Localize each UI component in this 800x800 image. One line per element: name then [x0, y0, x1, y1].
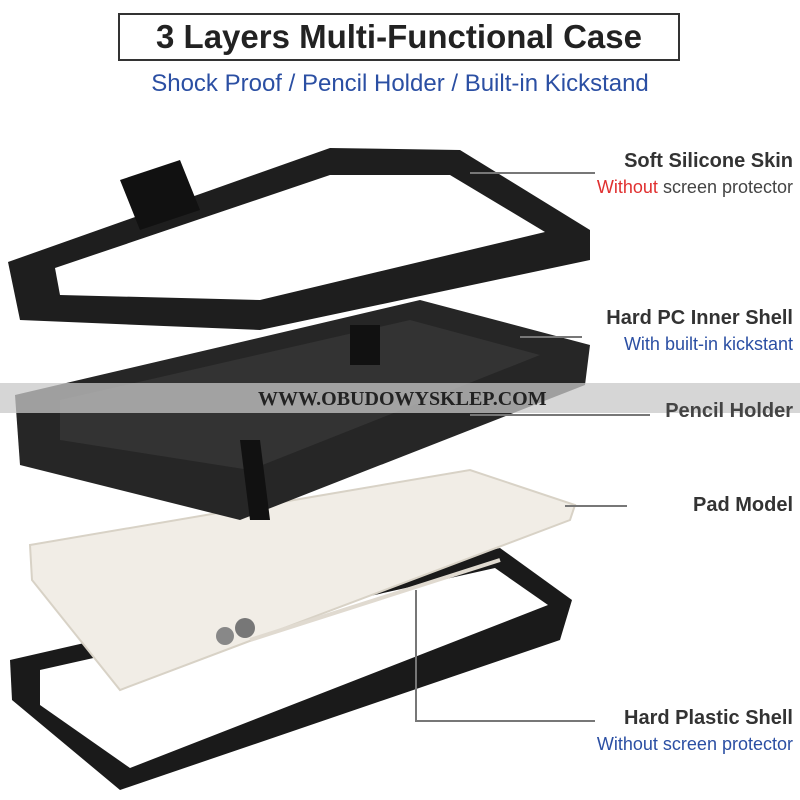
label-hard-pc-inner-shell: Hard PC Inner Shell With built-in kickst…	[606, 307, 793, 355]
layer-title: Pencil Holder	[665, 400, 793, 422]
label-hard-plastic-shell: Hard Plastic Shell Without screen protec…	[597, 707, 793, 755]
leader-line	[565, 505, 627, 507]
hard-plastic-shell-image	[10, 548, 572, 790]
title-box: 3 Layers Multi-Functional Case	[118, 13, 680, 61]
leader-line	[520, 336, 582, 338]
subtitle: Shock Proof / Pencil Holder / Built-in K…	[151, 70, 649, 97]
layer-title: Hard PC Inner Shell	[606, 307, 793, 329]
leader-line	[415, 720, 595, 722]
layer-title: Pad Model	[692, 494, 793, 516]
label-soft-silicone-skin: Soft Silicone Skin Without screen protec…	[597, 150, 793, 198]
layer-subtitle: With built-in kickstant	[623, 334, 793, 354]
highlight-text: Without	[596, 177, 658, 197]
watermark-banner	[0, 383, 800, 413]
pad-model-image	[28, 468, 577, 692]
label-pad-model: Pad Model	[693, 494, 793, 517]
layer-title: Hard Plastic Shell	[624, 707, 793, 729]
watermark-text: WWW.OBUDOWYSKLEP.COM	[258, 388, 547, 410]
layer-subtitle: screen protector	[657, 177, 793, 197]
title: 3 Layers Multi-Functional Case	[156, 18, 642, 55]
layer-subtitle: Without screen protector	[596, 734, 793, 754]
label-pencil-holder: Pencil Holder	[665, 400, 793, 423]
layer-title: Soft Silicone Skin	[624, 150, 793, 172]
leader-line	[470, 414, 650, 416]
silicone-skin-image	[8, 148, 590, 330]
leader-line	[415, 590, 417, 720]
leader-line	[470, 172, 595, 174]
